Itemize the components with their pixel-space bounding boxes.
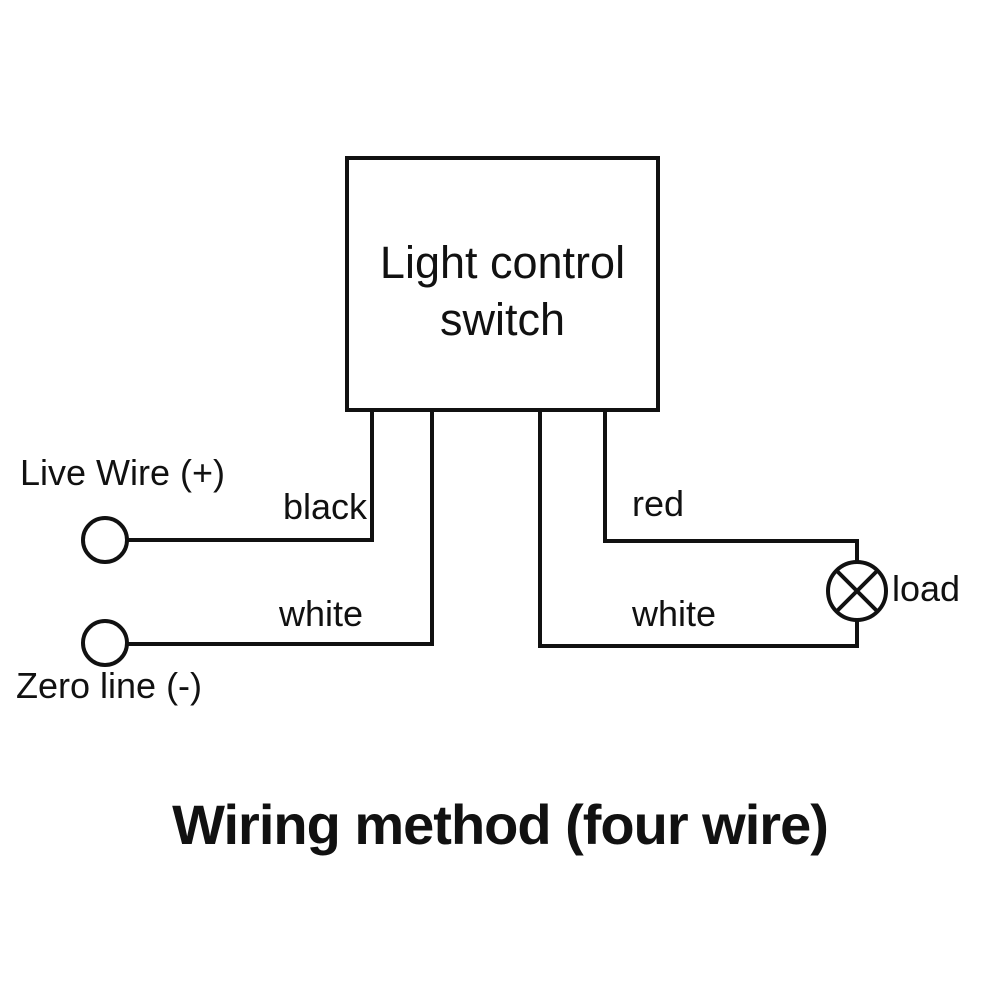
white-wire-left <box>127 410 434 646</box>
live-terminal-circle <box>81 516 129 564</box>
white-wire-right-label: white <box>632 593 717 634</box>
red-wire-label: red <box>632 483 685 524</box>
load-label: load <box>892 568 961 609</box>
switch-box-label: Light control switch <box>379 236 626 345</box>
black-wire-label: black <box>282 486 367 527</box>
red-wire <box>603 410 859 562</box>
black-wire <box>127 410 374 542</box>
white-wire-right <box>538 410 859 648</box>
switch-box <box>345 156 660 412</box>
diagram-caption: Wiring method (four wire) <box>172 793 829 856</box>
zero-terminal-circle <box>81 619 129 667</box>
load-lamp-icon <box>826 560 888 622</box>
live-wire-label: Live Wire (+) <box>20 452 226 493</box>
zero-line-label: Zero line (-) <box>16 665 203 706</box>
white-wire-left-label: white <box>278 593 363 634</box>
